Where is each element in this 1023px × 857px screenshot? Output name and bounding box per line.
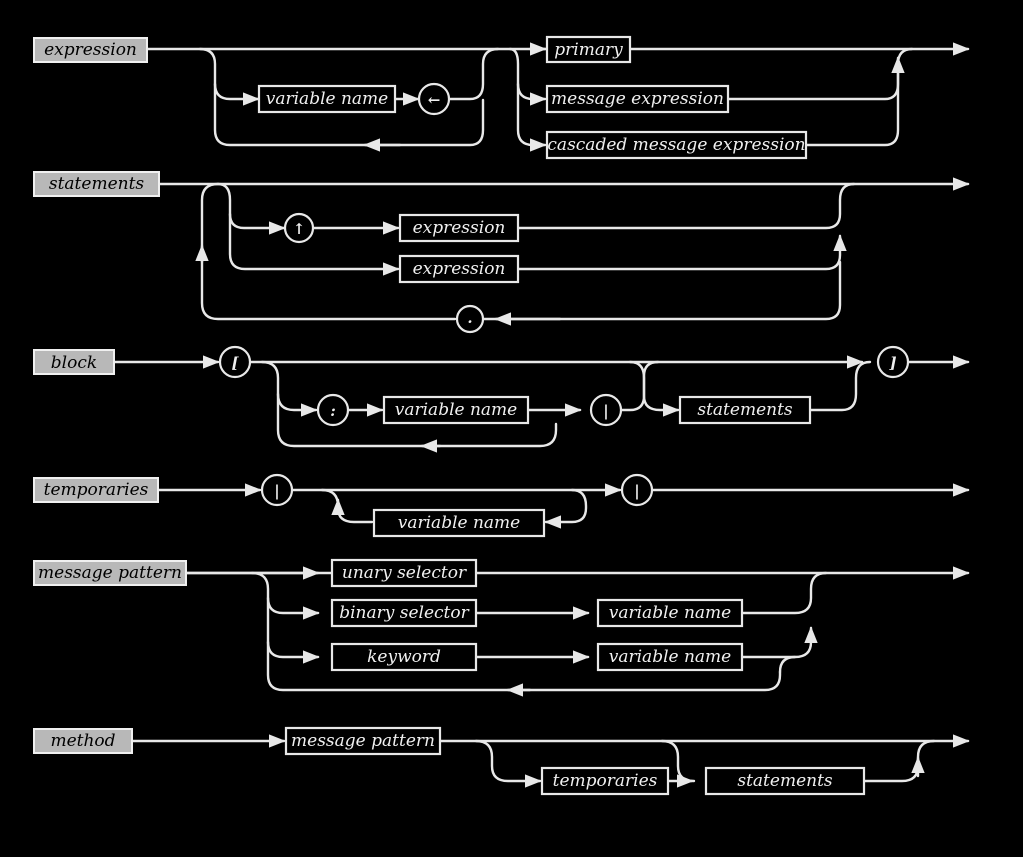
rule-name-method xyxy=(33,728,133,754)
nonterminal-box xyxy=(382,395,530,425)
nonterminal-label: statements xyxy=(697,400,793,420)
nonterminal-label: variable name xyxy=(609,647,732,667)
terminal-circle xyxy=(455,304,485,334)
terminal-circle xyxy=(218,345,252,379)
rule-label: message pattern xyxy=(38,563,182,583)
nonterminal-box xyxy=(545,35,632,64)
terminal-circle xyxy=(260,473,294,507)
nonterminal-label: message pattern xyxy=(291,731,435,751)
rule-label: expression xyxy=(44,40,137,60)
terminal-symbol: [ xyxy=(231,354,239,372)
nonterminal-box xyxy=(545,84,730,114)
terminal-symbol: ← xyxy=(428,91,441,109)
rule-name-expression xyxy=(33,37,148,63)
rule-name-temporaries xyxy=(33,477,159,503)
terminal-symbol: | xyxy=(274,482,279,500)
nonterminal-box xyxy=(330,558,478,588)
terminal-symbol: | xyxy=(603,402,608,420)
nonterminal-label: keyword xyxy=(367,647,441,667)
terminal-circle xyxy=(620,473,654,507)
rule-expression: expression variable name ← primary messa… xyxy=(33,35,970,160)
nonterminal-box xyxy=(596,642,744,672)
nonterminal-box xyxy=(398,254,520,284)
rule-label: statements xyxy=(49,174,145,194)
terminal-symbol: ] xyxy=(888,354,896,372)
terminal-symbol: . xyxy=(467,309,472,327)
rule-method: method message pattern temporaries state… xyxy=(33,726,970,796)
rule-temporaries: temporaries | variable name | xyxy=(33,473,970,538)
nonterminal-box xyxy=(678,395,812,425)
nonterminal-label: variable name xyxy=(266,89,389,109)
nonterminal-label: temporaries xyxy=(553,771,658,791)
rule-label: method xyxy=(50,731,115,751)
terminal-symbol: ↑ xyxy=(293,220,306,238)
nonterminal-label: variable name xyxy=(395,400,518,420)
terminal-circle xyxy=(417,82,451,116)
nonterminal-box xyxy=(257,84,397,114)
rule-label: temporaries xyxy=(44,480,149,500)
nonterminal-box xyxy=(704,766,866,796)
terminal-circle xyxy=(316,393,350,427)
nonterminal-label: expression xyxy=(413,218,506,238)
rule-label: block xyxy=(51,353,97,373)
nonterminal-box xyxy=(330,642,478,672)
nonterminal-label: cascaded message expression xyxy=(547,135,805,155)
rule-statements: statements ↑ expression expression . xyxy=(33,171,970,334)
nonterminal-box xyxy=(545,130,808,160)
nonterminal-box xyxy=(596,598,744,628)
nonterminal-label: message expression xyxy=(551,89,724,109)
nonterminal-label: binary selector xyxy=(339,603,469,623)
nonterminal-box xyxy=(330,598,478,628)
nonterminal-box xyxy=(398,213,520,243)
nonterminal-label: expression xyxy=(413,259,506,279)
nonterminal-label: unary selector xyxy=(342,563,467,583)
nonterminal-box xyxy=(284,726,442,756)
terminal-circle xyxy=(589,393,623,427)
rule-message-pattern: message pattern unary selector binary se… xyxy=(33,558,970,697)
nonterminal-label: statements xyxy=(737,771,833,791)
rule-name-message-pattern xyxy=(33,560,187,586)
nonterminal-label: primary xyxy=(554,40,623,60)
terminal-symbol: : xyxy=(330,402,336,420)
terminal-circle xyxy=(283,212,315,244)
rule-block: block [ : variable name | statements ] xyxy=(33,345,970,453)
rule-name-block xyxy=(33,349,115,375)
rule-name-statements xyxy=(33,171,160,197)
nonterminal-box xyxy=(540,766,670,796)
nonterminal-label: variable name xyxy=(398,513,521,533)
nonterminal-box xyxy=(372,508,546,538)
terminal-circle xyxy=(876,345,910,379)
nonterminal-label: variable name xyxy=(609,603,732,623)
terminal-symbol: | xyxy=(634,482,639,500)
